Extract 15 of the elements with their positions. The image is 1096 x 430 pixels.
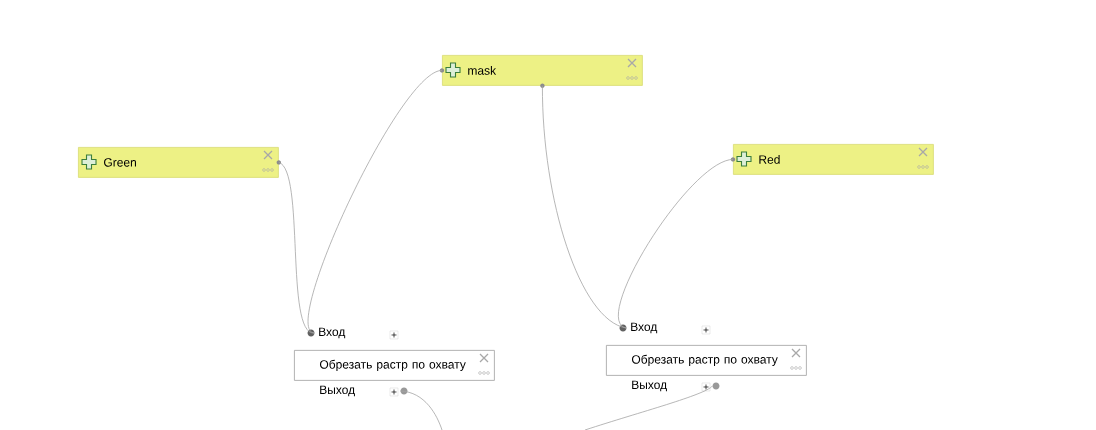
input-box: mask <box>442 55 643 86</box>
connector-line <box>542 85 627 329</box>
connector-line <box>278 162 315 334</box>
connector-line <box>618 159 734 329</box>
connector-line <box>584 385 713 430</box>
connector-line <box>400 390 443 430</box>
process-box: Обрезать растр по охвату <box>294 350 495 381</box>
port-label: Вход <box>319 327 346 339</box>
process-box: Обрезать растр по охвату <box>606 345 807 376</box>
port-label: Вход <box>631 322 658 334</box>
port-label: Выход <box>320 385 355 397</box>
input-box: Red <box>733 144 934 175</box>
input-box: Green <box>78 147 279 178</box>
port-label: Выход <box>632 380 667 392</box>
connector-line <box>308 70 443 334</box>
